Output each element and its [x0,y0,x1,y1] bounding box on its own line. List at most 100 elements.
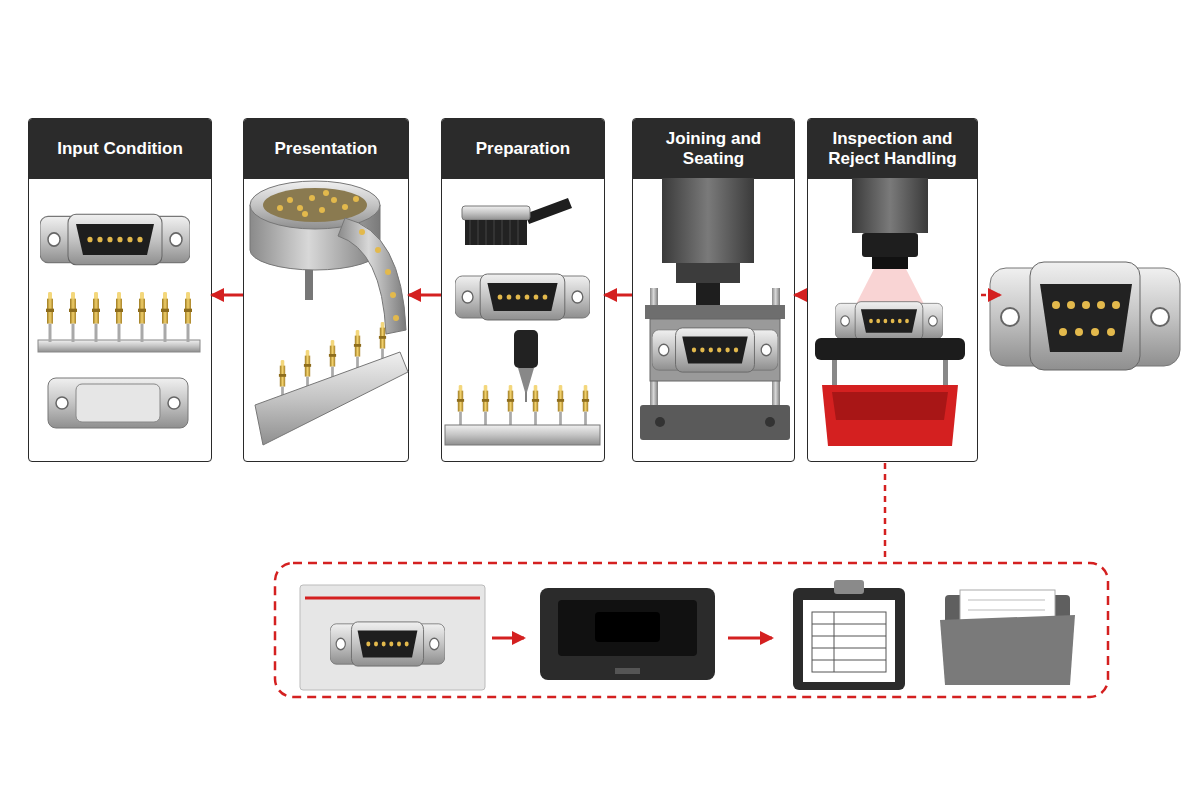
vibratory-feeder-art-part [304,350,311,392]
finished-connector-art-part [1040,284,1132,352]
press-art-part [640,405,790,440]
vibratory-feeder-art-part [255,352,408,445]
flow-arrow [605,294,632,297]
packaging-group-art-part [793,588,905,690]
vibratory-feeder-art-part [323,190,329,196]
vibratory-feeder-art-part [354,330,361,372]
vibratory-feeder-art-part [263,188,367,222]
cleaning-dispensing-art-part [557,385,564,427]
vibratory-feeder-art-part [331,197,337,203]
vibratory-feeder-art-part [305,250,313,300]
packaging-group-art-part [812,612,886,672]
flow-arrow [212,294,243,297]
cleaning-dispensing-art-part [518,368,534,392]
process-panel: Presentation [243,118,409,462]
packaging-group-art-part [300,585,485,690]
cleaning-dispensing-art-part [470,220,518,245]
packaging-group-art-part [492,637,524,640]
cleaning-dispensing-art-part [455,274,590,320]
cleaning-dispensing-art-part [514,330,538,368]
vibratory-feeder-art-part [297,205,303,211]
press-art-part [662,178,754,263]
packaging-group-art-part [812,612,886,672]
inspection-art-part [872,257,908,269]
inspection-art-part [835,302,943,341]
panel-title: Preparation [476,139,570,159]
input-parts-art-part [69,292,77,342]
finished-connector-art-part [1030,262,1140,370]
finished-connector-art-part [1112,301,1120,309]
press-art-part [645,305,785,319]
input-parts-art-part [40,214,190,265]
input-parts-art-part [92,292,100,342]
process-panel: Joining and Seating [632,118,795,462]
reject-dashed-line [884,463,887,563]
cleaning-dispensing-art-part [532,385,539,427]
vibratory-feeder-art-part [375,247,381,253]
vibratory-feeder-art-part [279,360,286,402]
finished-connector-art-part [1075,328,1083,336]
output-dashed-arrow [981,294,1000,297]
flow-arrow [409,294,441,297]
inspection-art-part [943,360,948,390]
finished-connector-art-part [990,268,1180,366]
vibratory-feeder-art-part [329,340,336,382]
cleaning-dispensing-art-part [457,385,464,427]
vibratory-feeder-art-part [277,205,283,211]
input-parts-art [38,214,200,428]
vibratory-feeder-art-part [393,315,399,321]
vibratory-feeder-art-part [359,229,365,235]
input-parts-art-part [184,292,192,342]
press-art-part [676,263,740,283]
inspection-art-part [815,338,965,360]
press-art-part [772,288,780,413]
vibratory-feeder-art-part [250,181,380,229]
panel-header: Joining and Seating [633,119,794,179]
press-art-part [650,319,780,381]
finished-connector-art-part [1107,328,1115,336]
packaging-group-art-part [945,595,1070,680]
panel-header: Preparation [442,119,604,179]
input-parts-art-part [138,292,146,342]
vibratory-feeder-art-part [319,207,325,213]
packaging-group-art-part [330,622,445,666]
press-art-part [655,417,665,427]
input-parts-art-part [168,397,180,409]
packaging-group-art-part [834,580,864,594]
input-parts-art-part [161,292,169,342]
finished-connector-art-part [1067,301,1075,309]
inspection-art [815,178,965,446]
finished-connector-art-part [1151,308,1169,326]
vibratory-feeder-art-part [379,322,386,364]
press-art [640,178,790,440]
cleaning-dispensing-art-part [462,206,530,220]
input-parts-art-part [56,397,68,409]
process-panel: Input Condition [28,118,212,462]
press-art-part [652,328,778,372]
packaging-group-art-part [275,563,1108,697]
packaging-group-art-part [558,600,697,656]
inspection-art-part [832,392,948,420]
inspection-art-part [852,269,928,312]
packaging-group-art-part [960,590,1055,630]
vibratory-feeder-art-part [342,204,348,210]
input-parts-art-part [115,292,123,342]
vibratory-feeder-art-part [353,196,359,202]
panel-header: Inspection and Reject Handling [808,119,977,179]
cleaning-dispensing-art-part [482,385,489,427]
panel-title: Inspection and Reject Handling [816,129,969,168]
packaging-group-art-part [968,600,1045,610]
cleaning-dispensing-art [445,198,600,445]
cleaning-dispensing-art-part [525,198,572,224]
press-art-part [650,288,658,413]
cleaning-dispensing-art-part [465,220,527,245]
inspection-art-part [862,233,918,257]
panel-header: Presentation [244,119,408,179]
vibratory-feeder-art [250,181,408,445]
finished-connector-art-part [1091,328,1099,336]
finished-connector-art-part [1059,328,1067,336]
cleaning-dispensing-art-part [582,385,589,427]
panel-header: Input Condition [29,119,211,179]
cleaning-dispensing-art-part [445,425,600,445]
